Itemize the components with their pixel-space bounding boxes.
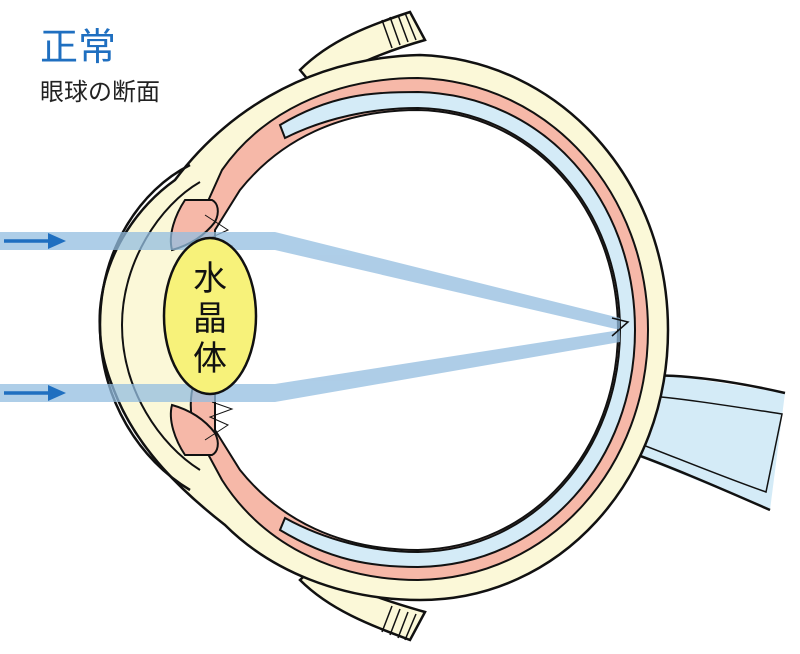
incoming-arrow-bottom (4, 385, 66, 401)
lens-label-char-3: 体 (193, 339, 227, 379)
retina (278, 90, 637, 569)
vitreous-body (214, 108, 620, 552)
focal-point (611, 317, 630, 337)
cornea (98, 163, 191, 492)
page-title: 正常 (40, 25, 117, 69)
page-subtitle: 眼球の断面 (40, 78, 160, 106)
lower-ciliary-body (169, 403, 219, 456)
lens-label-char-2: 晶 (193, 299, 227, 339)
lens-label-char-1: 水 (193, 259, 227, 299)
incoming-arrow-top (4, 233, 66, 249)
lens (162, 236, 258, 396)
